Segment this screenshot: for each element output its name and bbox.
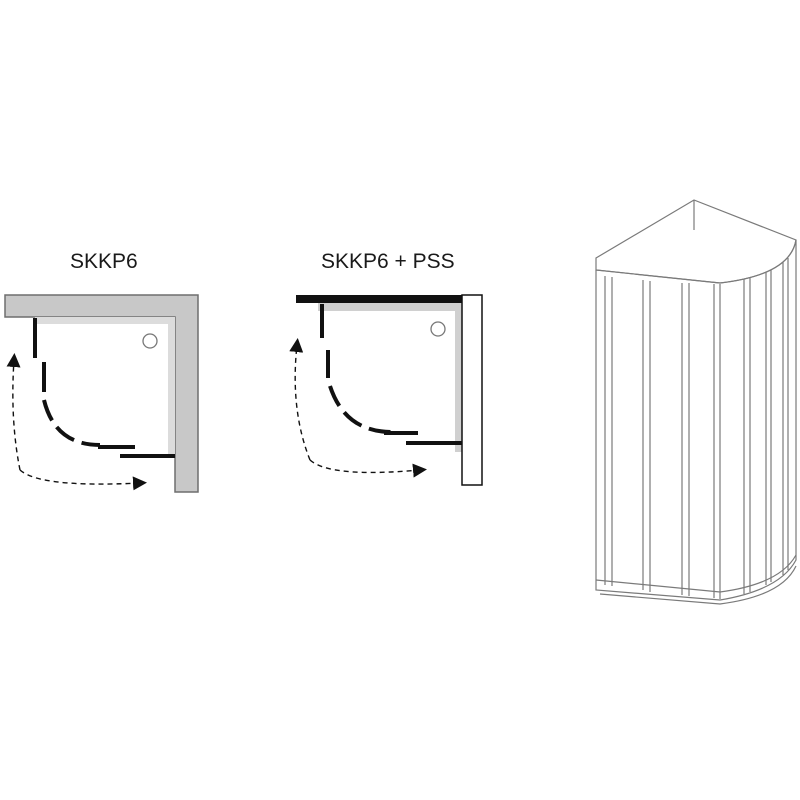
- floorplan-skkp6: [4, 294, 199, 493]
- drain-icon: [142, 333, 158, 349]
- access-arrow-up: [6, 353, 21, 471]
- floorplan-skkp6-pss: [289, 294, 483, 486]
- side-panel-pss: [461, 294, 483, 486]
- enclosure-top: [595, 199, 797, 284]
- door-profile-lines: [604, 258, 789, 599]
- drain-icon: [430, 321, 446, 337]
- diagram-label-skkp6-pss: SKKP6 + PSS: [321, 250, 455, 273]
- curved-sliding-doors: [42, 399, 101, 447]
- enclosure-bottom-track: [595, 554, 797, 593]
- enclosure-3d-view: [595, 199, 797, 605]
- diagram-label-skkp6: SKKP6: [70, 250, 138, 273]
- enclosure-frame: [595, 240, 797, 601]
- access-arrow-up: [289, 338, 311, 461]
- access-arrow-right: [309, 459, 427, 478]
- curved-sliding-doors: [328, 385, 393, 434]
- access-arrow-right: [19, 469, 147, 491]
- wall-corner: [4, 294, 199, 493]
- wall-top-black: [296, 295, 464, 303]
